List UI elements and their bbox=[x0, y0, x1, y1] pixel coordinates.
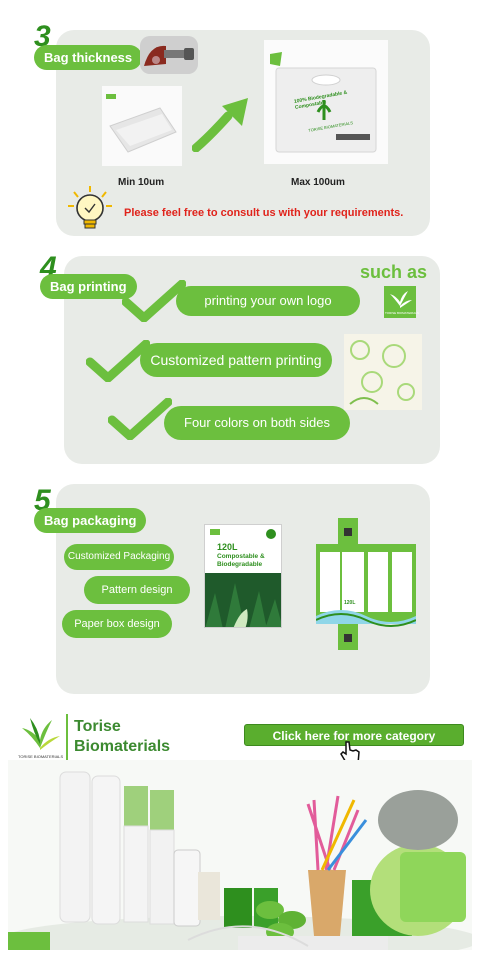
up-arrow-icon bbox=[191, 96, 252, 153]
banner-brand-line2: Biomaterials bbox=[74, 738, 171, 755]
such-as-label: such as bbox=[360, 262, 428, 282]
check-icon bbox=[121, 279, 187, 327]
packaging-option-pattern: Pattern design bbox=[84, 576, 190, 604]
packaging-option-box: Paper box design bbox=[62, 610, 172, 638]
hand-cursor-icon bbox=[338, 740, 362, 773]
max-thickness-label: Max 100um bbox=[291, 177, 345, 188]
product-scene-image bbox=[8, 760, 472, 950]
box-dieline-image: 120L bbox=[315, 506, 417, 652]
section-title: Bag printing bbox=[40, 274, 137, 299]
box-line2: Biodegradable bbox=[217, 561, 263, 568]
consult-text: Please feel free to consult us with your… bbox=[124, 207, 404, 219]
box-volume: 120L bbox=[217, 542, 238, 552]
check-icon bbox=[107, 397, 173, 445]
section-number: 3 bbox=[34, 20, 51, 53]
box-flat-volume: 120L bbox=[344, 600, 356, 606]
min-thickness-label: Min 10um bbox=[118, 177, 165, 188]
category-banner[interactable]: TORISE BIOMATERIALS Torise Biomaterials … bbox=[8, 710, 472, 950]
box-line1: Compostable & bbox=[217, 553, 265, 560]
printing-option-logo: printing your own logo bbox=[176, 286, 360, 316]
banner-brand-line1: Torise bbox=[74, 718, 121, 735]
pattern-sample-image bbox=[344, 334, 422, 410]
more-category-button[interactable]: Click here for more category bbox=[244, 724, 464, 746]
printing-option-pattern: Customized pattern printing bbox=[140, 343, 332, 377]
lightbulb-icon bbox=[66, 184, 114, 232]
banner-logo: TORISE BIOMATERIALS bbox=[18, 714, 63, 764]
micrometer-icon bbox=[140, 36, 198, 74]
section-title: Bag thickness bbox=[34, 45, 143, 70]
printing-option-four-colors: Four colors on both sides bbox=[164, 406, 350, 440]
thick-bag-image: 100% Biodegradable & Compostable TORISE … bbox=[264, 40, 388, 164]
section-title: Bag packaging bbox=[34, 508, 147, 533]
brand-logo: TORISE BIOMATERIALS bbox=[384, 286, 419, 318]
banner-divider bbox=[66, 714, 68, 768]
thin-bag-image bbox=[102, 86, 182, 166]
packaging-option-custom: Customized Packaging bbox=[64, 544, 174, 570]
check-icon bbox=[85, 339, 151, 387]
box-front-image: 120L Compostable & Biodegradable bbox=[204, 524, 282, 628]
